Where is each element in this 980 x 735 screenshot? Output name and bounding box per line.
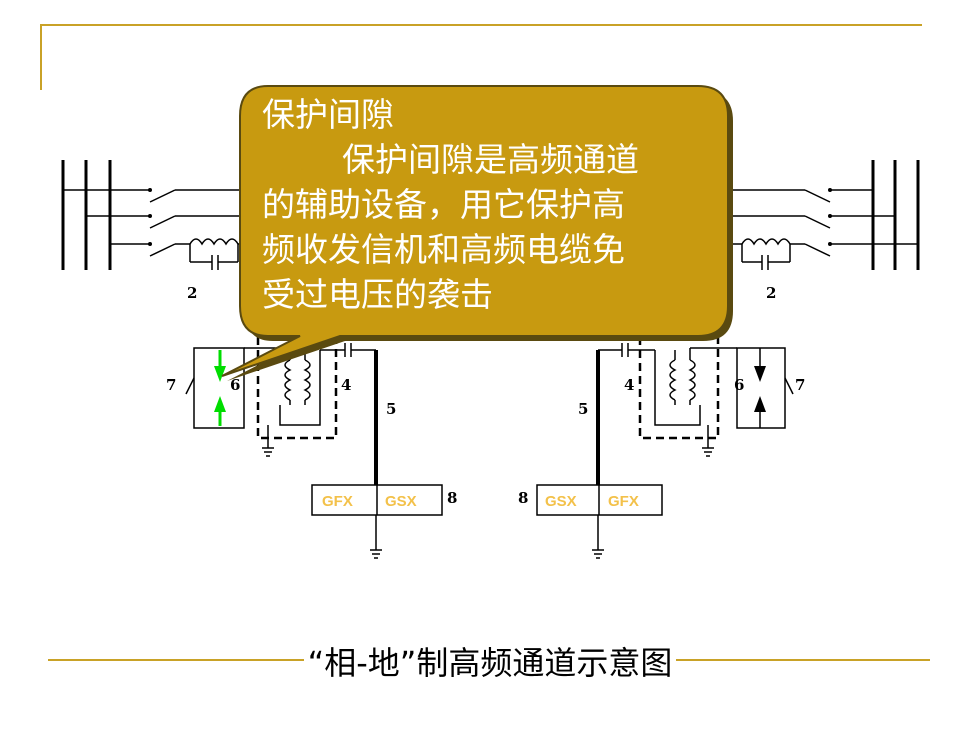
label-left-2: 2 [187, 284, 197, 302]
callout-title: 保护间隙 [262, 95, 394, 134]
callout-line-1: 保护间隙是高频通道 [342, 140, 639, 179]
right-box-gsx: GSX [545, 493, 577, 510]
left-rule [40, 24, 42, 90]
label-right-5: 5 [578, 400, 588, 418]
label-left-6: 6 [230, 376, 240, 394]
left-box-gfx: GFX [322, 493, 353, 510]
callout-line-4: 受过电压的袭击 [262, 275, 493, 314]
callout-line-2: 的辅助设备，用它保护高 [262, 185, 625, 224]
label-left-5: 5 [386, 400, 396, 418]
callout-bubble [221, 85, 733, 381]
callout-line-3: 频收发信机和高频电缆免 [262, 230, 625, 269]
label-right-7: 7 [795, 376, 805, 394]
diagram-caption: “相-地”制高频通道示意图 [0, 638, 980, 684]
right-box-gfx: GFX [608, 493, 639, 510]
callout-text: 保护间隙 保护间隙是高频通道 的辅助设备，用它保护高 频收发信机和高频电缆免 受… [262, 92, 702, 317]
label-left-4: 4 [341, 376, 351, 394]
label-left-7: 7 [166, 376, 176, 394]
top-rule [40, 24, 922, 26]
caption-text: “相-地”制高频通道示意图 [303, 644, 677, 682]
label-right-2: 2 [766, 284, 776, 302]
left-box-gsx: GSX [385, 493, 417, 510]
label-right-6: 6 [734, 376, 744, 394]
label-right-8: 8 [518, 489, 528, 507]
label-right-4: 4 [624, 376, 634, 394]
label-left-8: 8 [447, 489, 457, 507]
